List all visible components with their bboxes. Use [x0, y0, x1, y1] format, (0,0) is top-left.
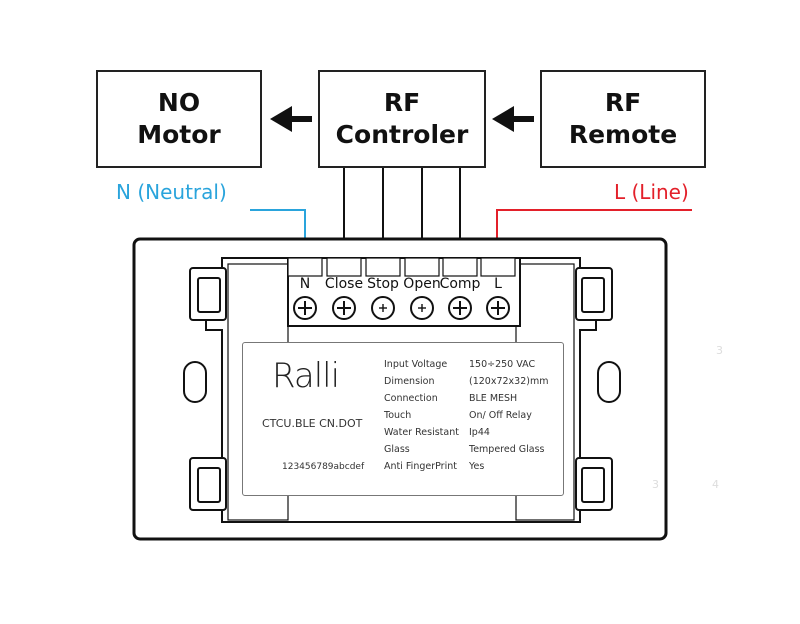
motor-box-line2: Motor — [137, 120, 221, 149]
mounting-slot-left — [183, 361, 207, 403]
rf-controller-box: RF Controler — [318, 70, 486, 168]
brand-logo: Ralli — [272, 356, 340, 396]
controller-box-line2: Controler — [335, 120, 469, 149]
neutral-wire-label: N (Neutral) — [116, 180, 227, 204]
remote-box-line2: Remote — [568, 120, 678, 149]
mounting-tabs — [189, 267, 613, 511]
spec-value: Tempered Glass — [469, 444, 545, 455]
spec-value: Yes — [469, 461, 485, 472]
terminal-screw-icon — [332, 296, 356, 320]
spec-key: Glass — [384, 444, 410, 455]
spec-value: (120x72x32)mm — [469, 376, 549, 387]
terminal-slot — [365, 257, 401, 277]
spec-key: Anti FingerPrint — [384, 461, 457, 472]
terminal-slot — [442, 257, 478, 277]
terminal-screw-icon — [448, 296, 472, 320]
rf-remote-box: RF Remote — [540, 70, 706, 168]
arrow-remote-to-controller — [492, 106, 534, 132]
remote-box-line1: RF — [604, 88, 642, 117]
controller-box-line1: RF — [383, 88, 421, 117]
terminal-screw-icon — [486, 296, 510, 320]
arrow-controller-to-motor — [270, 106, 312, 132]
terminal-slots — [287, 257, 516, 277]
terminal-label-n: N — [299, 276, 311, 292]
mounting-slot-right — [597, 361, 621, 403]
terminal-screw-icon — [371, 296, 395, 320]
spec-key: Input Voltage — [384, 359, 448, 370]
faint-mark: 3 — [716, 344, 723, 357]
faint-mark: 3 — [652, 478, 659, 491]
spec-value: BLE MESH — [469, 393, 518, 404]
motor-box-line1: NO — [157, 88, 201, 117]
terminal-label-l: L — [494, 276, 502, 292]
spec-key: Touch — [384, 410, 412, 421]
spec-key: Dimension — [384, 376, 435, 387]
line-wire-label: L (Line) — [614, 180, 689, 204]
spec-value: Ip44 — [469, 427, 490, 438]
terminal-slot — [287, 257, 323, 277]
terminal-label-stop: Stop — [367, 276, 399, 292]
terminal-label-open: Open — [403, 276, 441, 292]
device-label-panel — [242, 342, 564, 496]
terminal-slot — [404, 257, 440, 277]
terminal-screw-icon — [410, 296, 434, 320]
spec-key: Connection — [384, 393, 438, 404]
faint-mark: 4 — [712, 478, 719, 491]
terminal-slot — [326, 257, 362, 277]
serial-number: 123456789abcdef — [282, 462, 365, 472]
spec-key: Water Resistant — [384, 427, 459, 438]
terminal-screw-icon — [293, 296, 317, 320]
no-motor-box: NO Motor — [96, 70, 262, 168]
terminal-label-comp: Comp — [439, 276, 481, 292]
model-code: CTCU.BLE CN.DOT — [262, 417, 363, 430]
spec-value: 150÷250 VAC — [469, 359, 536, 370]
terminal-label-close: Close — [324, 276, 364, 292]
terminal-slot — [480, 257, 516, 277]
terminal-screws — [293, 296, 510, 320]
spec-value: On/ Off Relay — [469, 410, 532, 421]
